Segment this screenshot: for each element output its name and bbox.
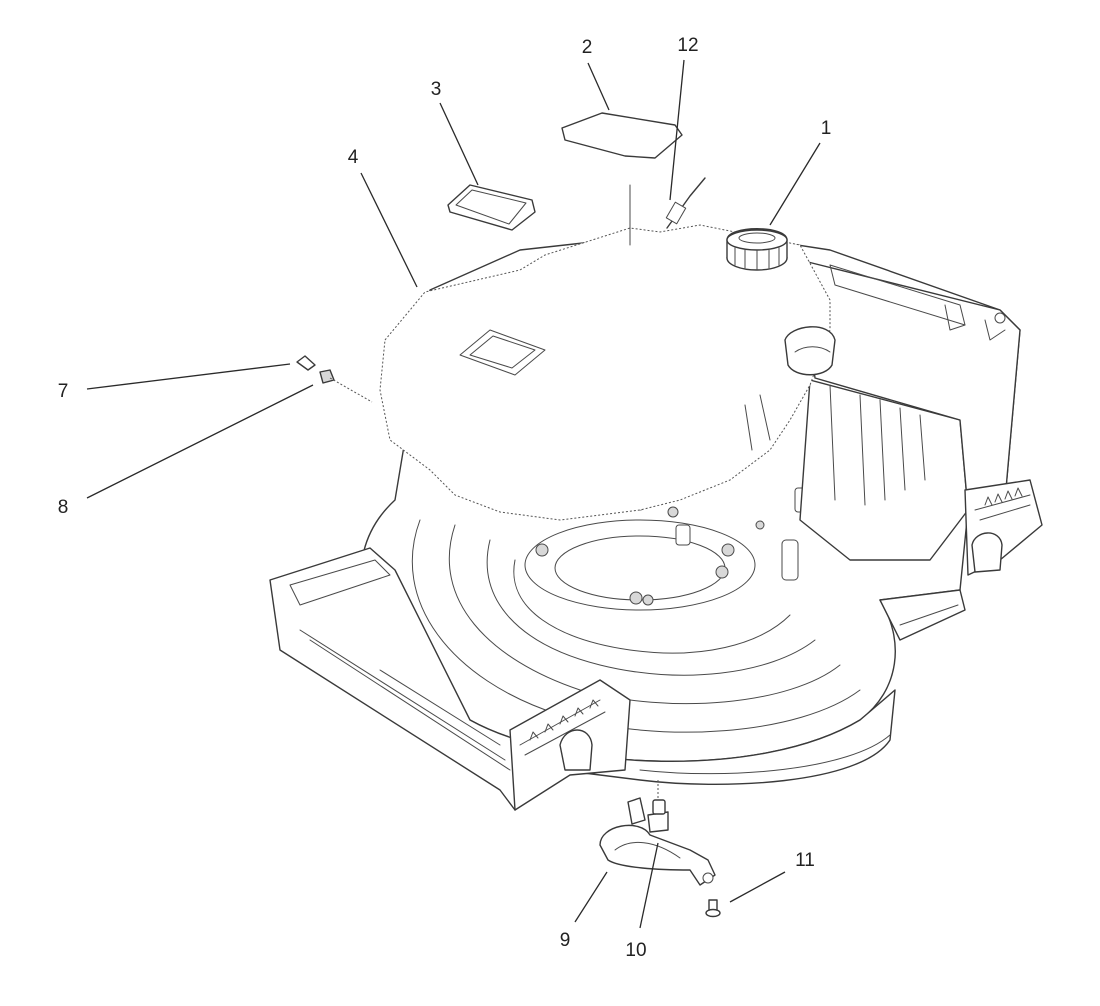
callout-3: 3 — [431, 79, 442, 100]
leader-4 — [360, 172, 418, 288]
engine — [379, 224, 836, 521]
callout-1: 1 — [821, 118, 832, 139]
baffle-9 — [599, 797, 716, 886]
leader-3 — [439, 102, 479, 186]
callout-9: 9 — [560, 930, 571, 951]
callout-8: 8 — [58, 497, 69, 518]
leader-7 — [86, 363, 291, 390]
leader-12 — [669, 59, 685, 201]
callout-7: 7 — [58, 381, 69, 402]
callout-11: 11 — [795, 850, 815, 871]
nut-8 — [319, 369, 335, 384]
leader-8 — [86, 384, 314, 499]
leader-11 — [729, 871, 786, 903]
leader-lines — [86, 59, 821, 929]
leader-9 — [574, 871, 608, 923]
leader-2 — [587, 62, 610, 111]
fastener-7 — [296, 355, 316, 371]
callout-4: 4 — [348, 147, 359, 168]
leader-1 — [769, 142, 821, 226]
gasket-panel — [447, 184, 536, 231]
leader-10 — [639, 842, 659, 929]
callout-2: 2 — [582, 37, 593, 58]
screw-11 — [705, 899, 721, 918]
callout-labels: 1 2 3 4 7 8 9 10 11 12 — [58, 35, 832, 961]
bolt-10 — [647, 799, 669, 833]
callout-10: 10 — [625, 940, 646, 961]
dipstick — [665, 177, 706, 229]
decal — [561, 112, 683, 159]
callout-12: 12 — [677, 35, 698, 56]
fastener-alignment-line — [329, 377, 373, 403]
fuel-cap — [726, 228, 788, 271]
